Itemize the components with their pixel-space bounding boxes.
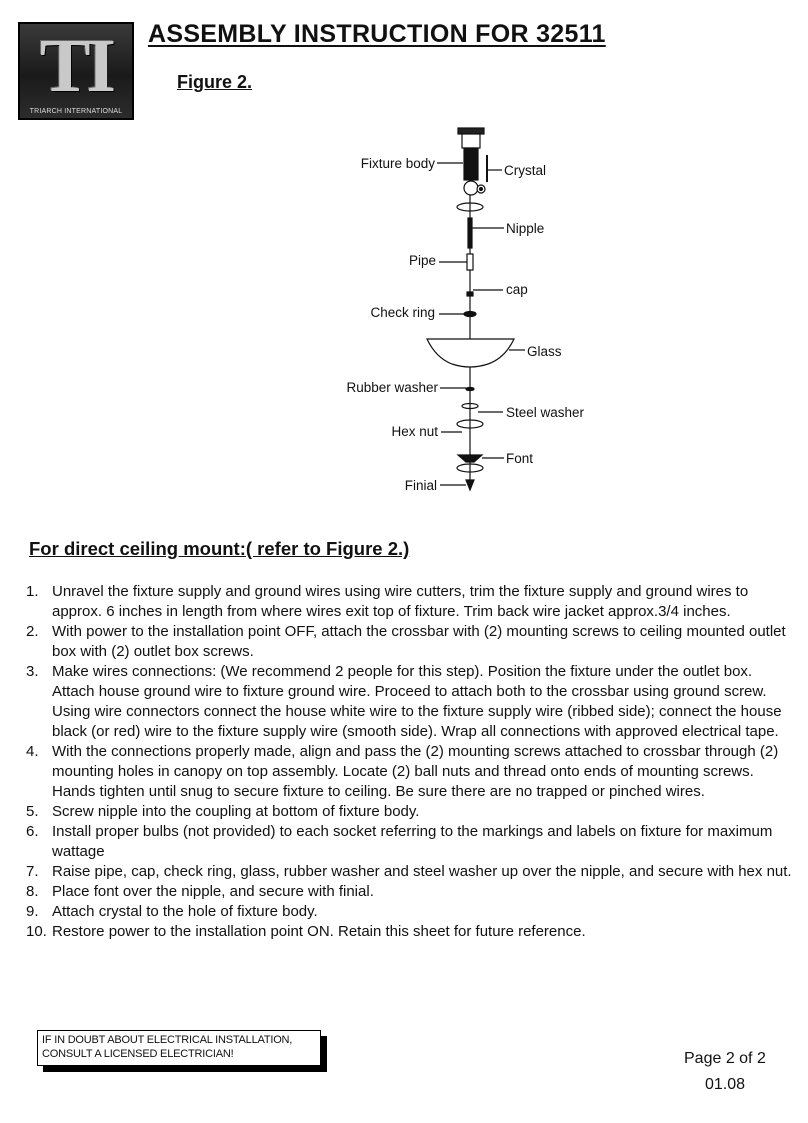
- label-steel-washer: Steel washer: [506, 405, 585, 420]
- pipe-shape: [466, 253, 474, 271]
- page-number: Page 2 of 2: [684, 1050, 766, 1067]
- label-rubber-washer: Rubber washer: [346, 380, 438, 395]
- step-text: Attach crystal to the hole of fixture bo…: [52, 903, 318, 920]
- label-fixture-body: Fixture body: [361, 156, 436, 171]
- instruction-step: 9. Attach crystal to the hole of fixture…: [26, 902, 792, 922]
- instruction-step: 3. Make wires connections: (We recommend…: [26, 662, 792, 742]
- cap-shape: [466, 291, 474, 297]
- label-font: Font: [506, 451, 533, 466]
- step-text: Restore power to the installation point …: [52, 923, 586, 940]
- step-text: Unravel the fixture supply and ground wi…: [52, 583, 749, 620]
- instruction-step: 4. With the connections properly made, a…: [26, 742, 792, 802]
- label-finial: Finial: [405, 478, 437, 493]
- instruction-step: 6. Install proper bulbs (not provided) t…: [26, 822, 792, 862]
- nipple-ring-shape: [456, 202, 484, 212]
- step-number: 5.: [26, 803, 39, 820]
- step-text: With power to the installation point OFF…: [52, 623, 786, 660]
- fixture-canopy: [461, 133, 481, 149]
- revision-code: 01.08: [705, 1076, 746, 1093]
- rubber-washer-shape: [465, 386, 475, 392]
- steel-washer-shape: [461, 402, 479, 410]
- finial-shape: [465, 479, 475, 492]
- page-title: ASSEMBLY INSTRUCTION FOR 32511: [148, 20, 606, 48]
- step-number: 2.: [26, 623, 39, 640]
- step-text: Screw nipple into the coupling at bottom…: [52, 803, 420, 820]
- step-text: Place font over the nipple, and secure w…: [52, 883, 374, 900]
- label-nipple: Nipple: [506, 221, 544, 236]
- logo-company-name: TRIARCH INTERNATIONAL: [29, 108, 123, 115]
- check-ring-shape: [463, 310, 477, 318]
- step-text: With the connections properly made, alig…: [52, 743, 779, 800]
- electrical-warning-box: IF IN DOUBT ABOUT ELECTRICAL INSTALLATIO…: [37, 1030, 321, 1066]
- label-cap: cap: [506, 282, 528, 297]
- fixture-top-plate: [457, 127, 485, 135]
- step-text: Raise pipe, cap, check ring, glass, rubb…: [52, 863, 792, 880]
- instruction-step: 2. With power to the installation point …: [26, 622, 792, 662]
- nipple-shape: [467, 217, 473, 249]
- step-text: Make wires connections: (We recommend 2 …: [52, 663, 782, 740]
- label-pipe: Pipe: [409, 253, 436, 268]
- instruction-step: 1. Unravel the fixture supply and ground…: [26, 582, 792, 622]
- label-glass: Glass: [527, 344, 562, 359]
- instruction-step: 8. Place font over the nipple, and secur…: [26, 882, 792, 902]
- fixture-body-shape: [463, 147, 479, 181]
- instruction-steps-list: 1. Unravel the fixture supply and ground…: [26, 582, 792, 942]
- step-number: 8.: [26, 883, 39, 900]
- step-number: 10.: [26, 923, 47, 940]
- font-shape: [456, 454, 484, 463]
- instructions-heading: For direct ceiling mount:( refer to Figu…: [29, 538, 410, 559]
- step-number: 7.: [26, 863, 39, 880]
- warning-line-1: IF IN DOUBT ABOUT ELECTRICAL INSTALLATIO…: [42, 1034, 293, 1046]
- label-crystal: Crystal: [504, 163, 546, 178]
- step-number: 1.: [26, 583, 39, 600]
- step-number: 9.: [26, 903, 39, 920]
- instruction-step: 10. Restore power to the installation po…: [26, 922, 792, 942]
- figure-label: Figure 2.: [177, 72, 253, 92]
- step-number: 3.: [26, 663, 39, 680]
- step-number: 4.: [26, 743, 39, 760]
- instruction-step: 5. Screw nipple into the coupling at bot…: [26, 802, 792, 822]
- label-check-ring: Check ring: [370, 305, 435, 320]
- instruction-step: 7. Raise pipe, cap, check ring, glass, r…: [26, 862, 792, 882]
- fixture-assembly-diagram: Fixture body Crystal Nipple Pipe cap Che…: [346, 127, 585, 493]
- logo-mark: TI: [39, 24, 116, 108]
- triarch-logo: TI TRIARCH INTERNATIONAL: [18, 22, 134, 120]
- label-hex-nut: Hex nut: [391, 424, 438, 439]
- step-number: 6.: [26, 823, 39, 840]
- hex-nut-shape: [456, 419, 484, 429]
- step-text: Install proper bulbs (not provided) to e…: [52, 823, 773, 860]
- glass-bowl-shape: [426, 338, 515, 368]
- warning-line-2: CONSULT A LICENSED ELECTRICIAN!: [42, 1048, 234, 1060]
